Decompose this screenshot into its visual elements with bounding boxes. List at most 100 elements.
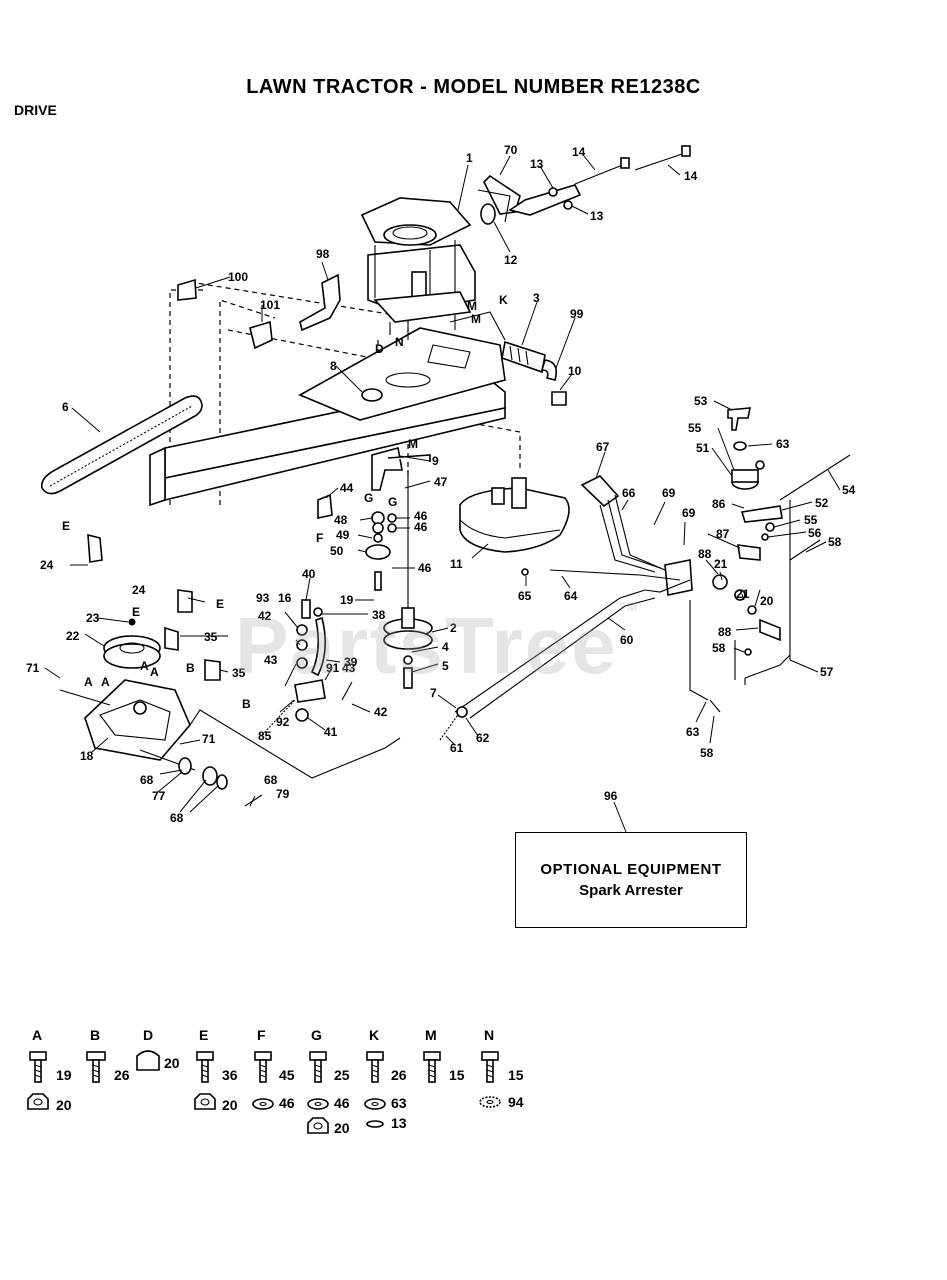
callout-71: 71	[26, 661, 40, 675]
callout-13: 13	[530, 157, 544, 171]
callout-B: B	[186, 661, 195, 675]
callout-46: 46	[414, 509, 428, 523]
callout-57: 57	[820, 665, 834, 679]
callout-11: 11	[450, 557, 463, 571]
callout-69: 69	[662, 486, 676, 500]
callout-8: 8	[330, 359, 337, 373]
callout-58: 58	[700, 746, 714, 760]
key-part: 19	[56, 1067, 72, 1083]
callout-42: 42	[258, 609, 272, 623]
callout-9: 9	[432, 454, 439, 468]
callout-A: A	[101, 675, 110, 689]
callout-56: 56	[808, 526, 822, 540]
callout-23: 23	[86, 611, 100, 625]
callout-101: 101	[260, 298, 280, 312]
key-letter-K: K	[369, 1027, 379, 1043]
callout-14: 14	[572, 145, 586, 159]
callout-68: 68	[264, 773, 278, 787]
callout-49: 49	[336, 528, 350, 542]
optional-equipment-subtitle: Spark Arrester	[579, 882, 683, 899]
callout-68: 68	[170, 811, 184, 825]
callout-35: 35	[232, 666, 246, 680]
drive-belt	[40, 395, 203, 495]
callout-62: 62	[476, 731, 490, 745]
callout-E: E	[62, 519, 70, 533]
callout-100: 100	[228, 270, 248, 284]
callout-24: 24	[40, 558, 54, 572]
callout-99: 99	[570, 307, 584, 321]
callout-39: 39	[344, 655, 358, 669]
callout-98: 98	[316, 247, 330, 261]
optional-equipment-box: OPTIONAL EQUIPMENT Spark Arrester	[515, 832, 747, 928]
key-part: 46	[279, 1095, 295, 1111]
callout-18: 18	[80, 749, 94, 763]
callout-G: G	[388, 495, 397, 509]
callout-86: 86	[712, 497, 726, 511]
callout-6: 6	[62, 400, 69, 414]
callout-55: 55	[804, 513, 818, 527]
brake-linkage	[261, 599, 353, 736]
callout-77: 77	[152, 789, 166, 803]
callout-61: 61	[450, 741, 464, 755]
callout-71: 71	[202, 732, 216, 746]
callout-21: 21	[736, 587, 750, 601]
callout-52: 52	[815, 496, 829, 510]
key-part: 46	[334, 1095, 350, 1111]
key-part: 20	[164, 1055, 180, 1071]
key-part: 25	[334, 1067, 350, 1083]
callout-M: M	[471, 312, 481, 326]
key-part: 15	[508, 1067, 524, 1083]
key-part: 15	[449, 1067, 465, 1083]
key-letter-A: A	[32, 1027, 42, 1043]
key-part: 26	[114, 1067, 130, 1083]
callout-46: 46	[414, 520, 428, 534]
key-letter-F: F	[257, 1027, 266, 1043]
callout-19: 19	[340, 593, 354, 607]
callout-47: 47	[434, 475, 448, 489]
callout-91: 91	[326, 661, 340, 675]
callout-20: 20	[760, 594, 774, 608]
callout-22: 22	[66, 629, 80, 643]
input-pulley	[87, 533, 221, 681]
callout-54: 54	[842, 483, 856, 497]
key-letter-D: D	[143, 1027, 153, 1043]
callout-4: 4	[442, 640, 449, 654]
callout-53: 53	[694, 394, 708, 408]
callout-F: F	[316, 531, 323, 545]
callout-E: E	[132, 605, 140, 619]
callout-67: 67	[596, 440, 610, 454]
key-part: 20	[56, 1097, 72, 1113]
callout-N: N	[395, 335, 404, 349]
leader-lines	[44, 155, 841, 833]
key-part: 94	[508, 1094, 524, 1110]
callout-M: M	[467, 299, 477, 313]
key-part: 20	[334, 1120, 350, 1136]
callout-3: 3	[533, 291, 540, 305]
lift-parts	[727, 407, 851, 561]
callout-88: 88	[698, 547, 712, 561]
chassis-frame	[149, 281, 521, 507]
muffler	[459, 477, 570, 553]
callout-60: 60	[620, 633, 634, 647]
key-part: 45	[279, 1067, 295, 1083]
fastener-key: A 19 20 B 26 D 20 E 36 20 F 45 46 G 25 4…	[32, 1027, 524, 1136]
callout-55: 55	[688, 421, 702, 435]
transaxle	[59, 679, 401, 807]
key-part: 63	[391, 1095, 407, 1111]
callout-79: 79	[276, 787, 290, 801]
key-part: 13	[391, 1115, 407, 1131]
callout-1: 1	[466, 151, 473, 165]
callout-87: 87	[716, 527, 730, 541]
key-part: 36	[222, 1067, 238, 1083]
callout-63: 63	[776, 437, 790, 451]
callout-K: K	[499, 293, 508, 307]
callout-70: 70	[504, 143, 518, 157]
callout-43: 43	[342, 661, 356, 675]
callout-48: 48	[334, 513, 348, 527]
callout-2: 2	[450, 621, 457, 635]
callout-10: 10	[568, 364, 582, 378]
callout-13: 13	[590, 209, 604, 223]
key-letter-M: M	[425, 1027, 437, 1043]
callout-E: E	[216, 597, 224, 611]
callout-44: 44	[340, 481, 354, 495]
